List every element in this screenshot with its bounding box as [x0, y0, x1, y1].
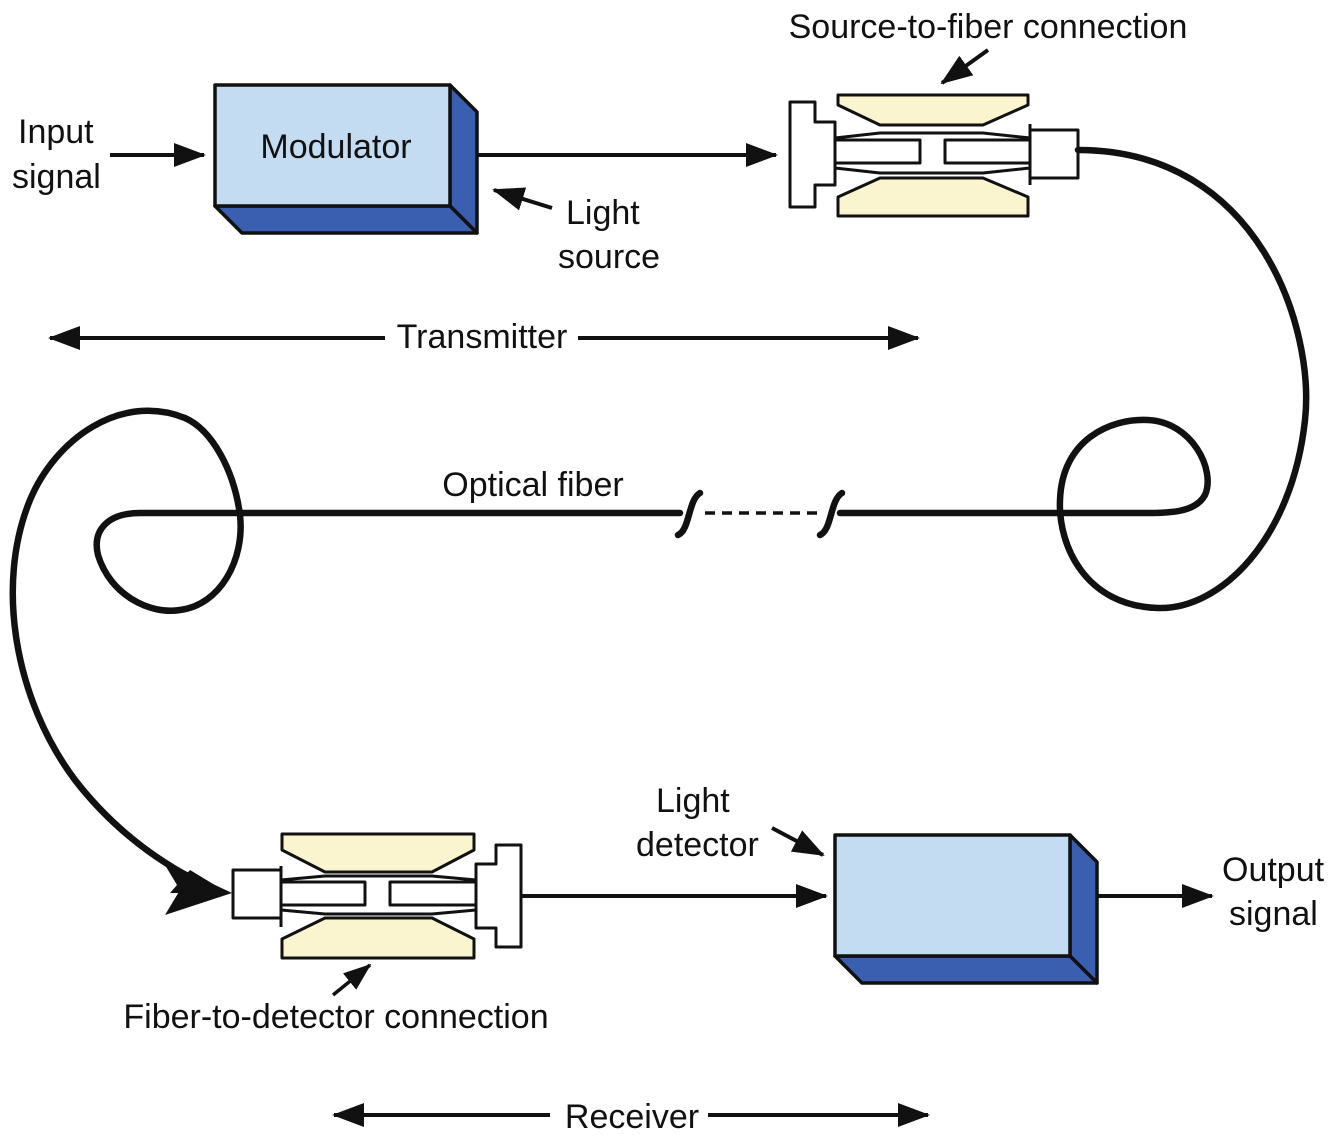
fiber-break-mark-left	[674, 489, 704, 539]
output-signal-label: Output signal	[1222, 851, 1334, 933]
modulator-label: Modulator	[260, 128, 411, 166]
optical-fiber-label: Optical fiber	[442, 466, 623, 504]
optical-fiber-right-loop	[836, 146, 1310, 612]
fiber-to-detector-label: Fiber-to-detector connection	[123, 998, 548, 1036]
light-source-pointer	[492, 187, 553, 211]
light-detector-box	[833, 833, 1099, 985]
source-to-fiber-label: Source-to-fiber connection	[789, 8, 1188, 46]
modulator-box	[213, 83, 479, 235]
optical-fiber-left-loop	[9, 407, 684, 889]
input-signal-label: Input signal	[12, 113, 103, 196]
light-source-label: Light source	[558, 194, 660, 276]
transmitter-label: Transmitter	[397, 318, 568, 356]
receiver-label: Receiver	[565, 1098, 699, 1135]
light-detector-pointer	[771, 826, 825, 857]
light-detector-label: Light detector	[636, 782, 759, 864]
source-to-fiber-connector	[788, 93, 1080, 218]
source-to-fiber-pointer	[940, 48, 990, 85]
fiber-to-detector-connector	[231, 832, 523, 960]
fiber-to-detector-pointer	[331, 963, 372, 997]
fiber-break-mark-right	[816, 489, 846, 539]
fiber-arrowhead	[162, 860, 232, 915]
